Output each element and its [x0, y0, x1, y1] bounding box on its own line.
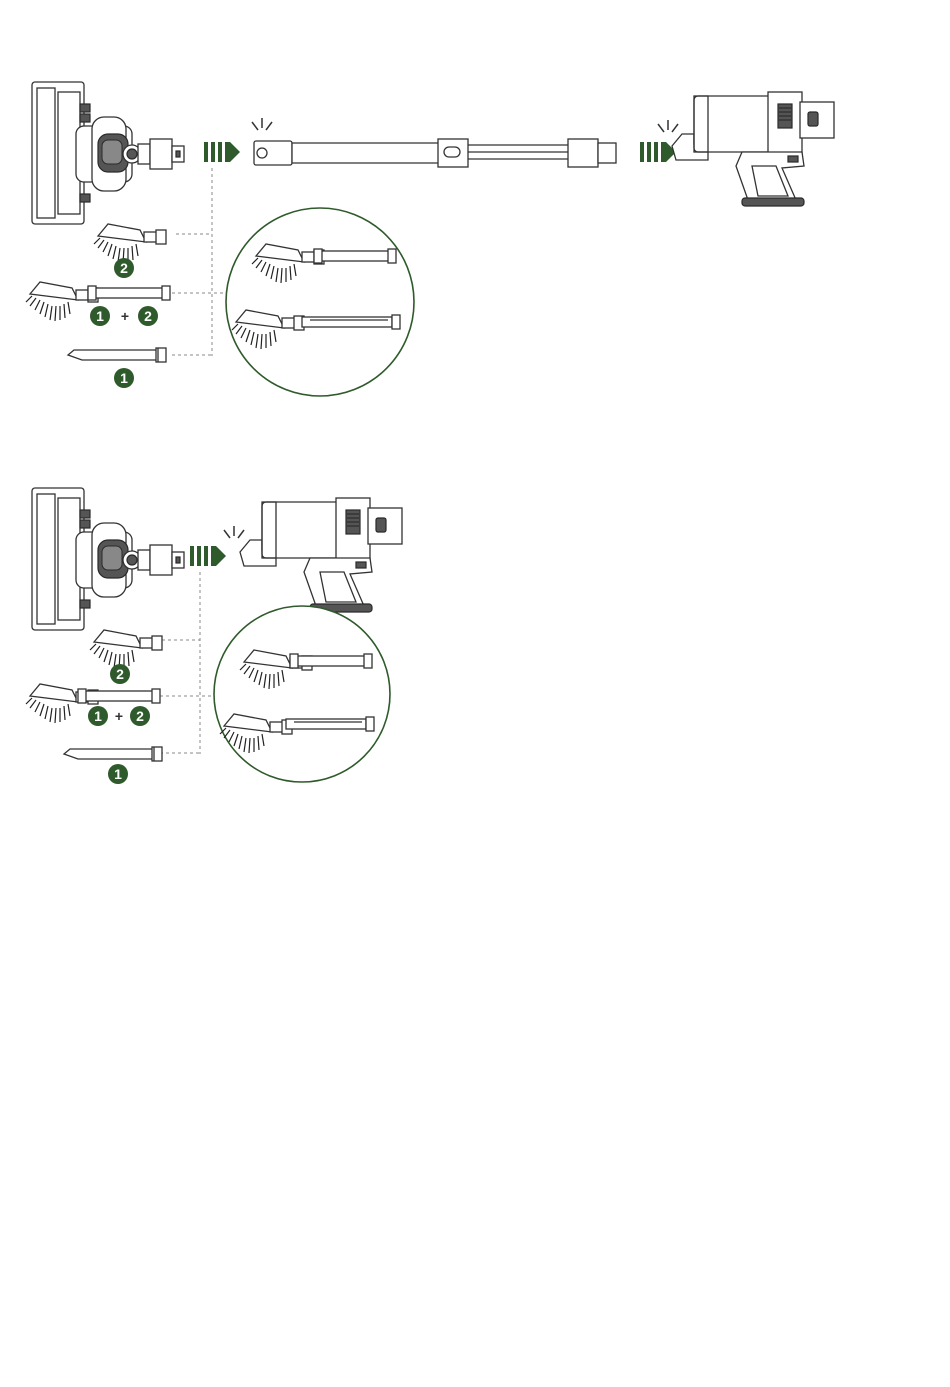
section-with-extension-tube: 2 1 + 2 1: [26, 82, 834, 396]
click-indicator: [252, 118, 272, 130]
badge-2: 2: [130, 706, 150, 726]
badge-2: 2: [110, 664, 130, 684]
svg-text:2: 2: [120, 260, 128, 276]
floor-head: [32, 82, 184, 224]
assembly-arrow: [204, 142, 240, 162]
assembly-arrow: [640, 142, 676, 162]
attachment-wide-brush-with-extension: 1 + 2: [26, 282, 170, 326]
badge-1: 1: [108, 764, 128, 784]
connector-lines: [160, 572, 214, 754]
click-indicator: [658, 120, 678, 132]
svg-text:2: 2: [136, 708, 144, 724]
attachment-wide-brush-with-extension: 1 + 2: [26, 684, 160, 726]
svg-text:1: 1: [114, 766, 122, 782]
attachment-crevice-tool: 1: [68, 348, 166, 388]
badge-1: 1: [88, 706, 108, 726]
zoom-circle: [214, 606, 390, 782]
attachment-wide-brush: 2: [94, 224, 166, 278]
badge-1: 1: [90, 306, 110, 326]
floor-head: [32, 488, 184, 630]
badge-2: 2: [138, 306, 158, 326]
click-indicator: [224, 526, 244, 538]
svg-text:2: 2: [116, 666, 124, 682]
badge-2: 2: [114, 258, 134, 278]
attachment-crevice-tool: 1: [64, 747, 162, 784]
handheld-unit: [224, 498, 402, 612]
svg-text:2: 2: [144, 308, 152, 324]
svg-text:1: 1: [94, 708, 102, 724]
connector-lines: [172, 168, 228, 356]
plus-sign: +: [121, 308, 129, 324]
svg-text:1: 1: [120, 370, 128, 386]
zoom-circle: [226, 208, 414, 396]
handheld-unit: [658, 92, 834, 206]
attachment-wide-brush: 2: [90, 630, 162, 684]
extension-tube: [252, 118, 616, 167]
plus-sign: +: [115, 708, 123, 724]
section-without-extension-tube: 2 1 + 2 1: [26, 488, 402, 784]
badge-1: 1: [114, 368, 134, 388]
svg-text:1: 1: [96, 308, 104, 324]
assembly-arrow: [190, 546, 226, 566]
